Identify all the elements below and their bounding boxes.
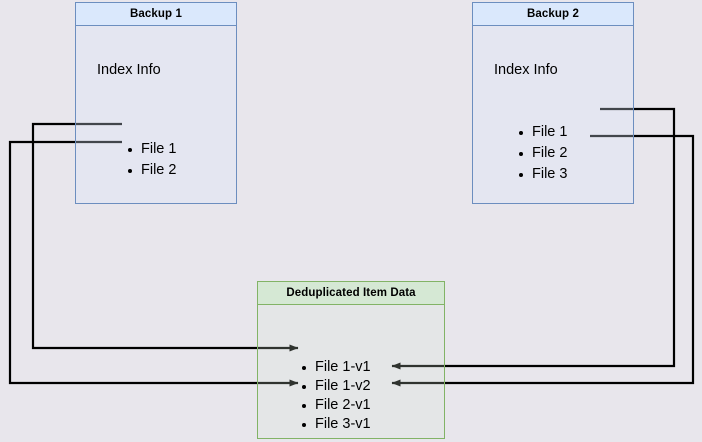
list-item: File 2 [517, 143, 567, 164]
backup2-title: Backup 2 [472, 2, 634, 26]
backup1-body: Index Info File 1 File 2 [75, 26, 237, 204]
list-item: File 1 [126, 139, 176, 160]
backup2-file-list: File 1 File 2 File 3 [517, 122, 567, 185]
list-item: File 3 [517, 164, 567, 185]
list-item: File 3-v1 [300, 415, 371, 434]
backup2-index-label: Index Info [494, 62, 558, 78]
backup2-body: Index Info File 1 File 2 File 3 [472, 26, 634, 204]
list-item: File 1-v1 [300, 358, 371, 377]
list-item: File 2-v1 [300, 396, 371, 415]
backup1-file-list: File 1 File 2 [126, 139, 176, 181]
backup1-index-label: Index Info [97, 62, 161, 78]
dedup-node[interactable]: Deduplicated Item Data File 1-v1 File 1-… [257, 281, 445, 439]
list-item: File 2 [126, 160, 176, 181]
list-item: File 1-v2 [300, 377, 371, 396]
list-item: File 1 [517, 122, 567, 143]
dedup-title: Deduplicated Item Data [257, 281, 445, 305]
dedup-item-list: File 1-v1 File 1-v2 File 2-v1 File 3-v1 [300, 358, 371, 434]
backup1-title: Backup 1 [75, 2, 237, 26]
backup2-node[interactable]: Backup 2 Index Info File 1 File 2 File 3 [472, 2, 634, 204]
backup1-node[interactable]: Backup 1 Index Info File 1 File 2 [75, 2, 237, 204]
dedup-body: File 1-v1 File 1-v2 File 2-v1 File 3-v1 [257, 305, 445, 439]
